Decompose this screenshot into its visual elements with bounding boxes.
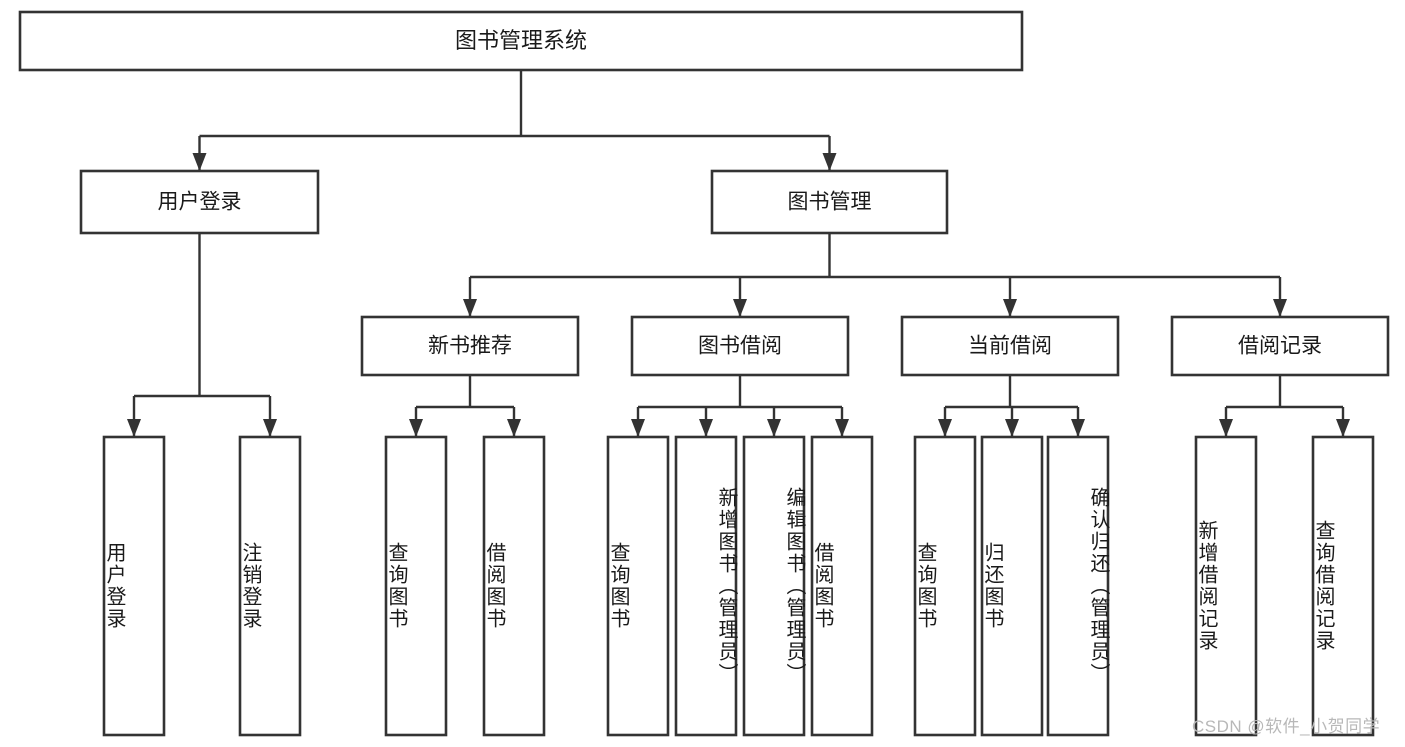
node-leaf-borrow-book[interactable] [810, 435, 874, 737]
node-book-management[interactable] [710, 169, 949, 235]
node-borrow-record-label: 借阅记录 [1238, 335, 1322, 358]
node-user-login-label: 用户登录 [158, 191, 242, 214]
node-leaf-add-borrow-record[interactable] [1194, 435, 1258, 737]
new-book-recommend-arrow-1 [507, 419, 521, 437]
node-leaf-edit-book-admin[interactable] [742, 435, 806, 737]
node-system-title-label: 图书管理系统 [455, 28, 587, 53]
root-arrow-1 [822, 153, 837, 171]
node-leaf-add-book-admin[interactable] [674, 435, 738, 737]
node-new-book-recommend-label: 新书推荐 [428, 335, 512, 358]
bookmgmt-arrow-0 [463, 299, 477, 317]
node-leaf-query-book-recommend[interactable] [384, 435, 448, 737]
node-leaf-logout-login[interactable] [238, 435, 302, 737]
current-borrow-arrow-2 [1071, 419, 1085, 437]
new-book-recommend-arrow-0 [409, 419, 423, 437]
node-current-borrow[interactable] [900, 315, 1120, 377]
node-leaf-user-login[interactable] [102, 435, 166, 737]
connectors-layer [127, 70, 1350, 437]
bookmgmt-arrow-2 [1003, 299, 1017, 317]
node-borrow-record[interactable] [1170, 315, 1390, 377]
book-borrow-arrow-3 [835, 419, 849, 437]
bookmgmt-arrow-3 [1273, 299, 1287, 317]
root-arrow-0 [192, 153, 207, 171]
node-user-login[interactable] [79, 169, 320, 235]
node-book-borrow[interactable] [630, 315, 850, 377]
book-borrow-arrow-2 [767, 419, 781, 437]
node-system-title[interactable] [18, 10, 1024, 72]
node-book-borrow-label: 图书借阅 [698, 335, 782, 358]
borrow-record-arrow-0 [1219, 419, 1233, 437]
current-borrow-arrow-1 [1005, 419, 1019, 437]
node-new-book-recommend[interactable] [360, 315, 580, 377]
node-leaf-return-book[interactable] [980, 435, 1044, 737]
bookmgmt-arrow-1 [733, 299, 747, 317]
borrow-record-arrow-1 [1336, 419, 1350, 437]
boxes-layer [18, 10, 1390, 737]
node-leaf-query-borrow-record[interactable] [1311, 435, 1375, 737]
node-book-management-label: 图书管理 [788, 191, 872, 214]
node-leaf-borrow-book-recommend[interactable] [482, 435, 546, 737]
book-borrow-arrow-1 [699, 419, 713, 437]
userlogin-arrow-1 [263, 419, 277, 437]
node-leaf-query-book-borrow[interactable] [606, 435, 670, 737]
current-borrow-arrow-0 [938, 419, 952, 437]
csdn-watermark: CSDN @软件_小贺同学 [1192, 717, 1381, 736]
node-leaf-confirm-return-admin[interactable] [1046, 435, 1110, 737]
userlogin-arrow-0 [127, 419, 141, 437]
node-current-borrow-label: 当前借阅 [968, 335, 1052, 358]
node-leaf-query-book-current[interactable] [913, 435, 977, 737]
book-borrow-arrow-0 [631, 419, 645, 437]
